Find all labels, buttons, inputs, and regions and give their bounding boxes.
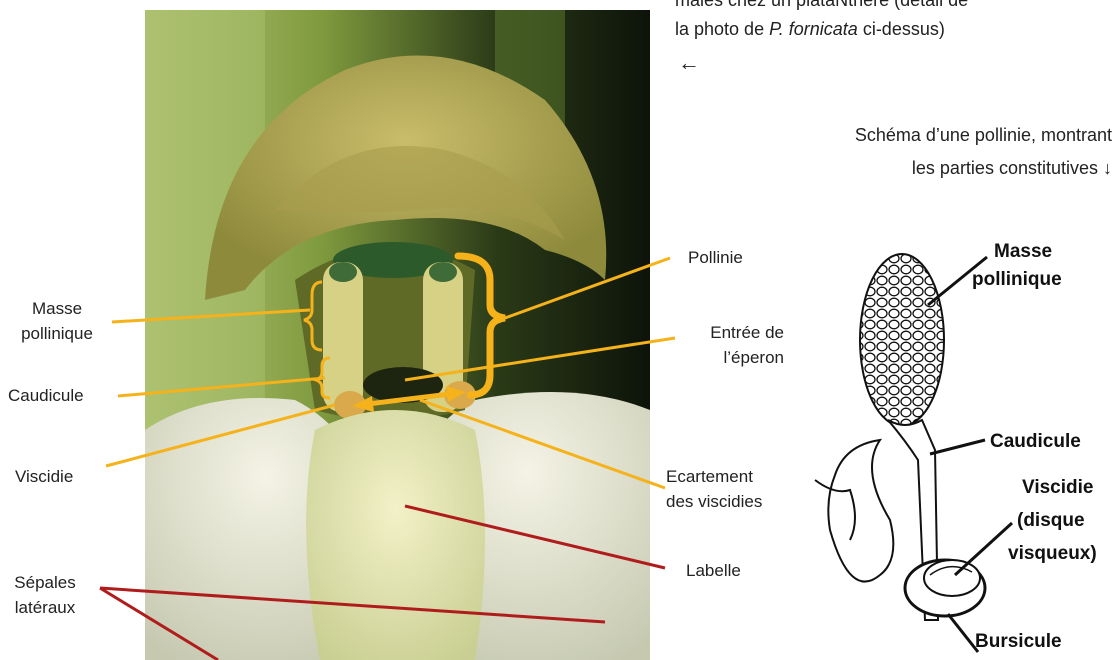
schema-leader-viscidie (955, 523, 1012, 575)
schema-membrane (828, 440, 893, 582)
schema-leader-bursicule (948, 614, 978, 652)
schema-leader-caudicule (930, 440, 985, 454)
schema-label-caudicule: Caudicule (990, 430, 1081, 454)
schema-viscidie (924, 560, 980, 596)
schema-label-masse: Masse (994, 240, 1052, 264)
schema-label-visqueux: visqueux) (1008, 542, 1097, 566)
schema-label-viscidie: Viscidie (1022, 476, 1093, 500)
schema-label-bursicule: Bursicule (975, 630, 1062, 654)
schema-label-disque: (disque (1017, 509, 1085, 533)
schema-masse-pollinique (860, 254, 944, 426)
schema-label-pollinique: pollinique (972, 268, 1062, 292)
